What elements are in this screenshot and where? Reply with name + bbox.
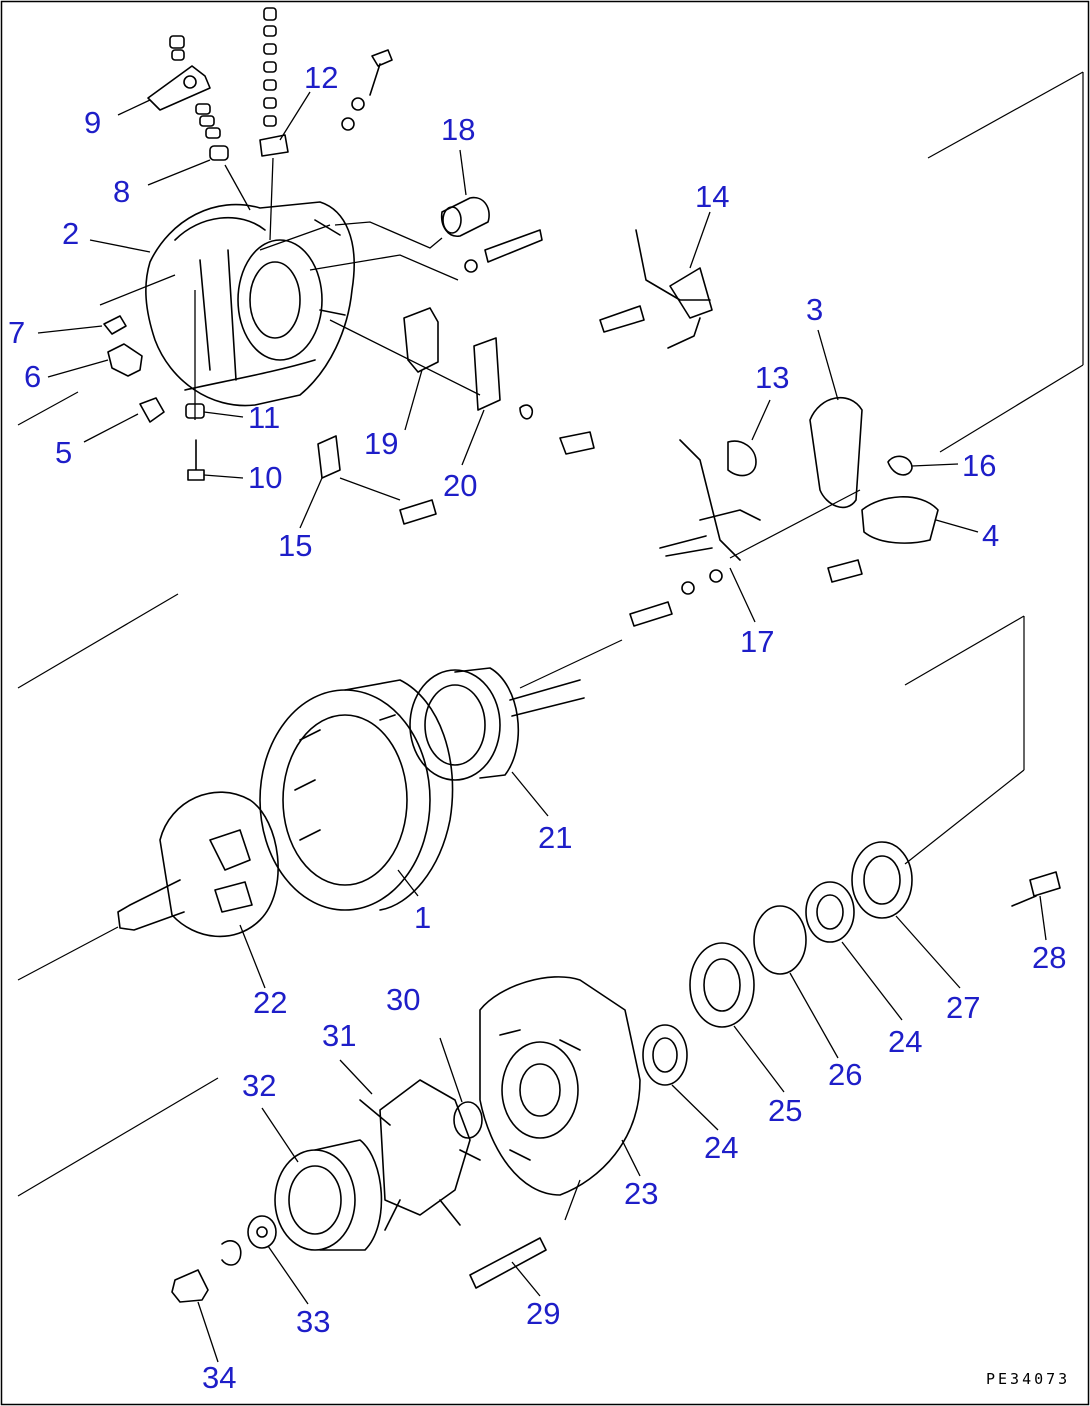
callout-7: 7 <box>8 315 25 350</box>
bearings <box>642 841 1061 1086</box>
callout-4: 4 <box>982 518 999 553</box>
callout-1: 1 <box>414 900 431 935</box>
small-hardware-left <box>103 315 205 481</box>
callout-10: 10 <box>248 460 282 495</box>
brush-holders <box>809 396 939 583</box>
callout-24-rear: 24 <box>888 1024 922 1059</box>
callout-14: 14 <box>695 179 729 214</box>
callout-29: 29 <box>526 1296 560 1331</box>
callout-2: 2 <box>62 216 79 251</box>
callout-numbers: 1 2 3 4 5 6 7 8 9 10 11 12 13 14 15 16 1… <box>8 60 1066 1395</box>
terminal-hardware <box>147 7 393 241</box>
callout-8: 8 <box>113 174 130 209</box>
callout-32: 32 <box>242 1068 276 1103</box>
callout-31: 31 <box>322 1018 356 1053</box>
callout-3: 3 <box>806 292 823 327</box>
callout-26: 26 <box>828 1057 862 1092</box>
rear-housing <box>99 201 355 420</box>
drawing-code: PE34073 <box>986 1370 1070 1388</box>
callout-12: 12 <box>304 60 338 95</box>
rotor <box>117 791 279 938</box>
callout-13: 13 <box>755 360 789 395</box>
wiring-harness <box>599 229 761 627</box>
bushing-and-bolt <box>309 196 543 281</box>
callout-22: 22 <box>253 985 287 1020</box>
regulator-bracket <box>317 307 595 525</box>
callout-5: 5 <box>55 435 72 470</box>
callout-18: 18 <box>441 112 475 147</box>
callout-34: 34 <box>202 1360 236 1395</box>
callout-20: 20 <box>443 468 477 503</box>
callout-27: 27 <box>946 990 980 1025</box>
construction-lines <box>17 71 1084 1197</box>
callout-leaders <box>37 91 1047 1363</box>
callout-25: 25 <box>768 1093 802 1128</box>
front-bracket <box>479 976 641 1196</box>
callout-15: 15 <box>278 528 312 563</box>
callout-21: 21 <box>538 820 572 855</box>
field-coil <box>409 667 585 781</box>
callout-30: 30 <box>386 982 420 1017</box>
callout-28: 28 <box>1032 940 1066 975</box>
callout-23: 23 <box>624 1176 658 1211</box>
callout-24-front: 24 <box>704 1130 738 1165</box>
callout-6: 6 <box>24 359 41 394</box>
callout-17: 17 <box>740 624 774 659</box>
fan-and-pulley <box>171 1079 547 1303</box>
stator <box>259 679 454 911</box>
callout-11: 11 <box>248 400 280 435</box>
callout-9: 9 <box>84 105 101 140</box>
callout-33: 33 <box>296 1304 330 1339</box>
callout-19: 19 <box>364 426 398 461</box>
callout-16: 16 <box>962 448 996 483</box>
